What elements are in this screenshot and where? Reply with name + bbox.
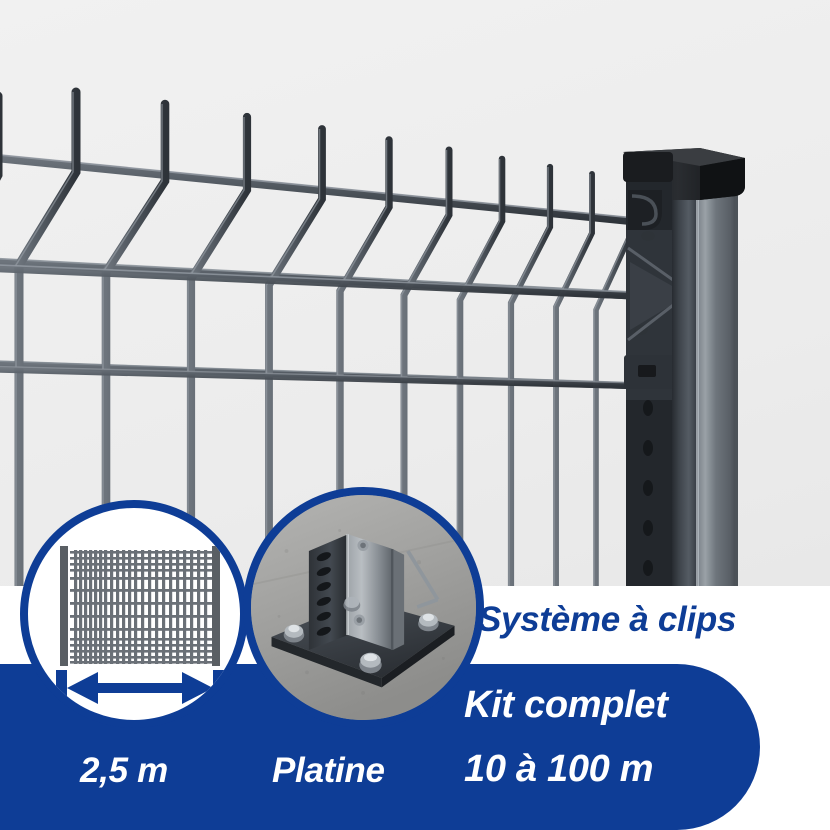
- fence-panel-icon: [58, 546, 222, 666]
- post-base-plate-photo: [251, 495, 476, 720]
- double-headed-arrow-icon: [56, 668, 224, 708]
- kit-complet-label: Kit complet: [464, 684, 668, 726]
- clip-system-label: Système à clips: [478, 600, 737, 639]
- kit-range-label: 10 à 100 m: [464, 748, 654, 790]
- badge-base-plate: [243, 487, 484, 728]
- badge-mesh-width: [20, 500, 248, 728]
- badge-mesh-width-label: 2,5 m: [80, 751, 168, 790]
- badge-base-plate-label: Platine: [272, 751, 385, 790]
